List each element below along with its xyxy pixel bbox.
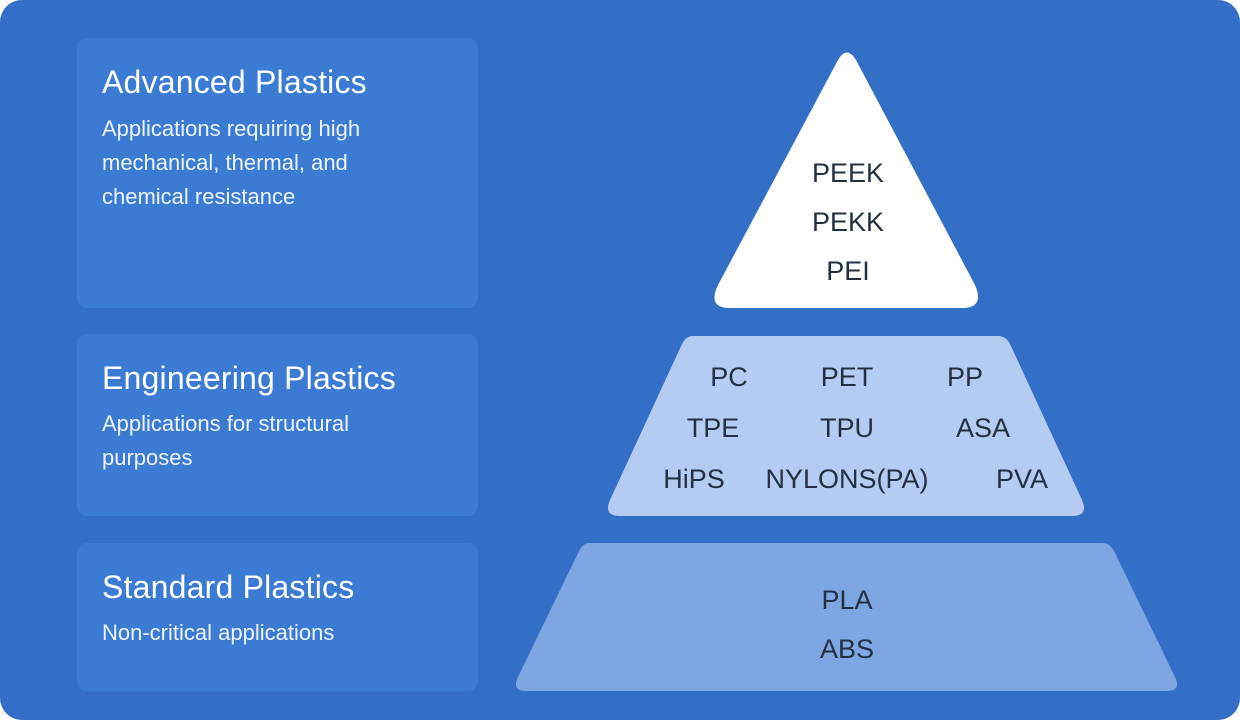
engineering-plastics-title: Engineering Plastics <box>102 360 396 396</box>
engineering-plastics-description: Applications for structural purposes <box>102 411 349 470</box>
pyramid-middle-tier <box>607 336 1085 516</box>
material-label: PC <box>710 362 748 392</box>
material-label: PVA <box>995 464 1049 494</box>
material-label: PP <box>946 362 984 392</box>
standard-plastics-title: Standard Plastics <box>102 569 355 605</box>
standard-plastics-card: Standard Plastics Non-critical applicati… <box>77 543 478 691</box>
standard-plastics-description: Non-critical applications <box>102 620 335 645</box>
material-label: ABS <box>819 634 875 664</box>
material-label: HiPS <box>663 464 725 494</box>
pyramid-bottom-tier <box>515 543 1178 691</box>
material-label: PEKK <box>811 207 885 237</box>
material-label: TPE <box>686 413 740 443</box>
advanced-plastics-description: Applications requiring high mechanical, … <box>102 116 361 209</box>
material-label: PEEK <box>811 158 885 188</box>
material-label: TPU <box>820 413 874 443</box>
material-label: PEI <box>826 256 870 286</box>
material-label: PLA <box>821 585 873 615</box>
advanced-plastics-title: Advanced Plastics <box>102 64 367 100</box>
advanced-plastics-card: Advanced Plastics Applications requiring… <box>77 38 478 308</box>
engineering-plastics-card: Engineering Plastics Applications for st… <box>77 334 478 516</box>
material-label: NYLONS(PA) <box>765 464 929 494</box>
material-label: ASA <box>955 413 1011 443</box>
pyramid-top-tier <box>714 52 979 308</box>
material-label: PET <box>820 362 874 392</box>
